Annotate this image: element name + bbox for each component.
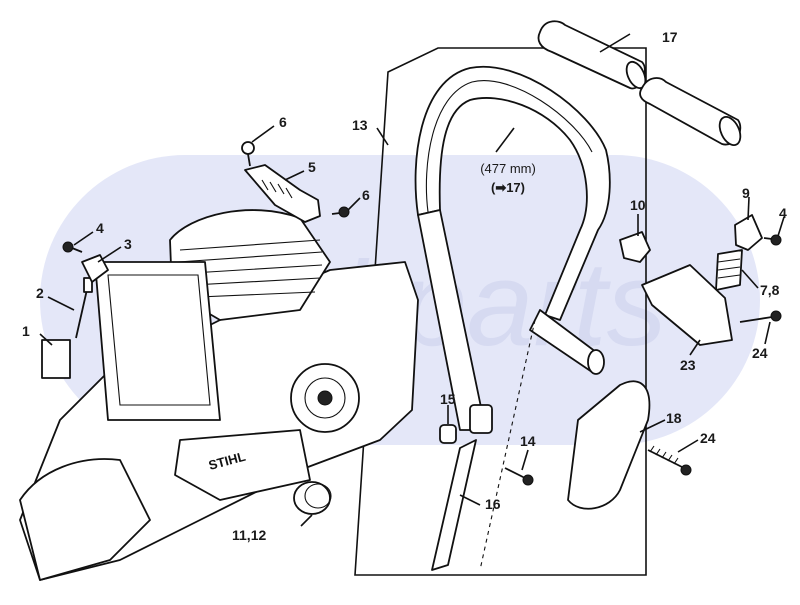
part-sleeve-15 <box>439 424 457 444</box>
callout-6-top: 6 <box>279 114 287 130</box>
part-bracket-23 <box>641 264 733 346</box>
callout-4-right: 4 <box>779 205 787 221</box>
handlebar <box>414 65 611 434</box>
callout-2: 2 <box>36 285 44 301</box>
callout-10: 10 <box>630 197 646 213</box>
part-rail-16 <box>431 439 477 571</box>
callout-15: 15 <box>440 391 456 407</box>
handlebar-group-frame <box>354 47 647 576</box>
part-spring-5 <box>244 164 321 223</box>
part-spring-1 <box>41 339 71 379</box>
callout-labels: 1 2 3 4 5 6 6 11,12 13 17 10 9 4 7,8 23 … <box>22 29 787 543</box>
part-bracket-3 <box>81 254 109 283</box>
part-screw-4-right <box>763 234 782 246</box>
leader-lines <box>39 33 785 527</box>
callout-1: 1 <box>22 323 30 339</box>
part-screw-24-lower <box>647 445 692 476</box>
callout-11-12: 11,12 <box>232 527 266 543</box>
grip-hose-sleeves <box>537 20 742 147</box>
callout-14: 14 <box>520 433 536 449</box>
callout-17: 17 <box>662 29 678 45</box>
part-stud-2 <box>75 277 93 339</box>
handlebar-reference-annotation: (➡17) <box>491 180 525 195</box>
part-spring-7-8 <box>715 249 743 291</box>
callout-18: 18 <box>666 410 682 426</box>
callout-16: 16 <box>485 496 501 512</box>
callout-24-right: 24 <box>752 345 768 361</box>
part-carrier-9 <box>734 214 763 251</box>
part-screw-24-right <box>739 310 782 323</box>
chainsaw-powerhead: STIHL <box>19 209 419 581</box>
callout-24-lower: 24 <box>700 430 716 446</box>
dashed-alignment-line <box>479 319 536 571</box>
callout-7-8: 7,8 <box>760 282 780 298</box>
callout-23: 23 <box>680 357 696 373</box>
callout-3: 3 <box>124 236 132 252</box>
part-cap-11-12 <box>293 481 332 515</box>
part-screw-14 <box>504 467 534 486</box>
callout-5: 5 <box>308 159 316 175</box>
callout-13: 13 <box>352 117 368 133</box>
callout-4-left: 4 <box>96 220 104 236</box>
callout-6-right: 6 <box>362 187 370 203</box>
part-guard-18 <box>567 380 651 510</box>
callout-9: 9 <box>742 185 750 201</box>
part-screw-6-right <box>331 206 350 218</box>
handlebar-length-annotation: (477 mm) <box>480 161 536 176</box>
part-screw-6-top <box>241 141 255 167</box>
part-screw-4-left <box>62 241 83 253</box>
